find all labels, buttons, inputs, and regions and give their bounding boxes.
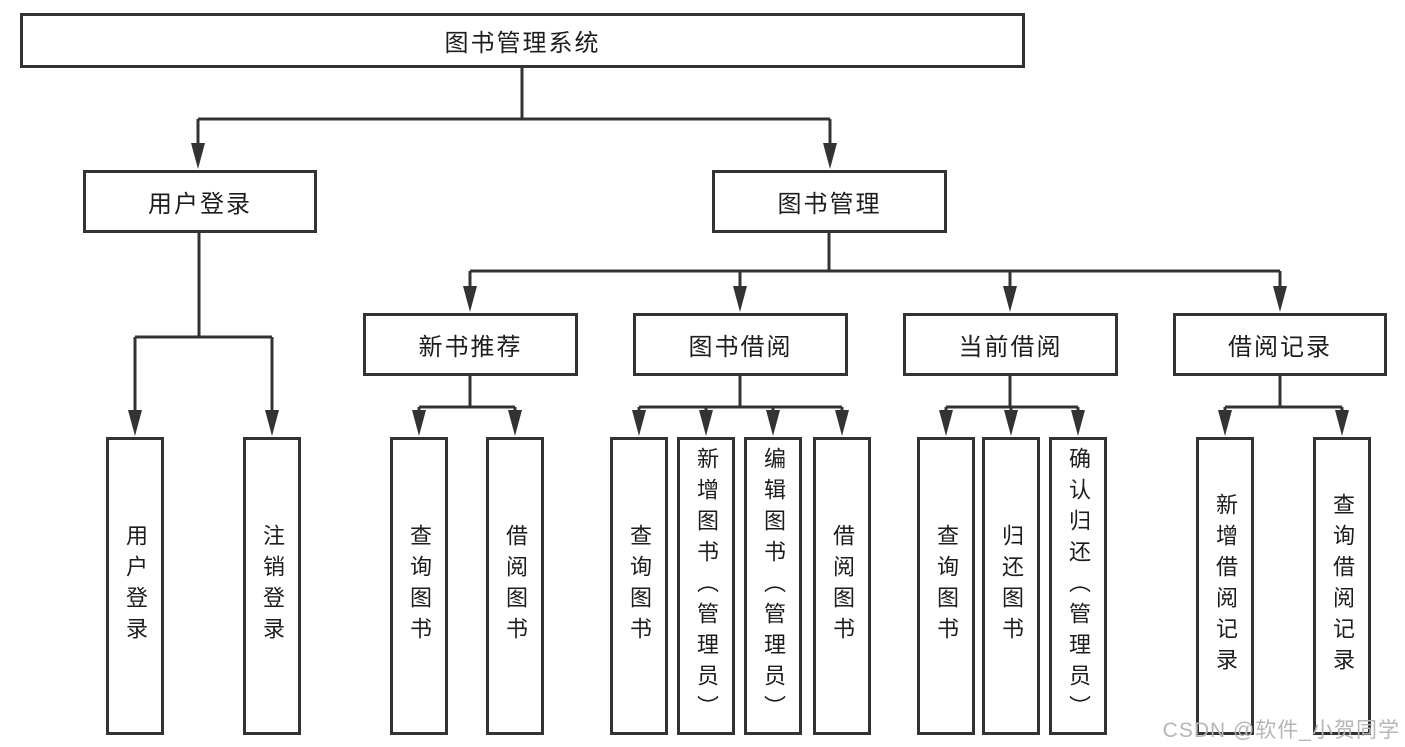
leaf-label: 编辑图书（管理员） [761, 446, 786, 726]
node-label: 新书推荐 [418, 334, 523, 361]
node-label: 图书管理系统 [444, 30, 601, 57]
node-book-management: 图书管理 [712, 170, 947, 233]
leaf-query-borrow-record: 查询借阅记录 [1313, 437, 1371, 735]
node-borrow-records: 借阅记录 [1173, 313, 1387, 376]
leaf-borrow-books: 借阅图书 [813, 437, 871, 735]
leaf-label: 用户登录 [123, 524, 148, 648]
leaf-label: 借阅图书 [830, 524, 855, 648]
node-book-borrow: 图书借阅 [633, 313, 848, 376]
node-new-book-recommend: 新书推荐 [363, 313, 578, 376]
leaf-label: 查询借阅记录 [1330, 493, 1355, 679]
leaf-label: 归还图书 [999, 524, 1024, 648]
leaf-return-books: 归还图书 [982, 437, 1040, 735]
leaf-label: 新增图书（管理员） [694, 446, 719, 726]
leaf-confirm-return-admin: 确认归还（管理员） [1049, 437, 1107, 735]
leaf-logout-login: 注销登录 [243, 437, 301, 735]
node-library-system-root: 图书管理系统 [20, 13, 1025, 68]
leaf-label: 查询图书 [934, 524, 959, 648]
node-label: 当前借阅 [958, 334, 1063, 361]
leaf-label: 查询图书 [407, 524, 432, 648]
node-label: 图书管理 [777, 191, 882, 218]
leaf-label: 新增借阅记录 [1213, 493, 1238, 679]
node-current-borrow: 当前借阅 [903, 313, 1118, 376]
node-label: 图书借阅 [688, 334, 793, 361]
csdn-watermark: CSDN @软件_小贺同学 [1162, 719, 1400, 742]
node-user-login: 用户登录 [83, 170, 317, 233]
leaf-label: 注销登录 [260, 524, 285, 648]
node-label: 借阅记录 [1228, 334, 1332, 361]
leaf-query-books: 查询图书 [610, 437, 668, 735]
leaf-label: 借阅图书 [503, 524, 528, 648]
leaf-query-books: 查询图书 [390, 437, 448, 735]
leaf-label: 查询图书 [627, 524, 652, 648]
arrowhead-icons [128, 143, 1349, 436]
leaf-label: 确认归还（管理员） [1066, 446, 1091, 726]
leaf-add-borrow-record: 新增借阅记录 [1196, 437, 1254, 735]
leaf-add-books-admin: 新增图书（管理员） [677, 437, 735, 735]
leaf-user-login: 用户登录 [106, 437, 164, 735]
leaf-edit-books-admin: 编辑图书（管理员） [744, 437, 802, 735]
leaf-query-books: 查询图书 [917, 437, 975, 735]
node-label: 用户登录 [148, 191, 252, 218]
leaf-borrow-books: 借阅图书 [486, 437, 544, 735]
